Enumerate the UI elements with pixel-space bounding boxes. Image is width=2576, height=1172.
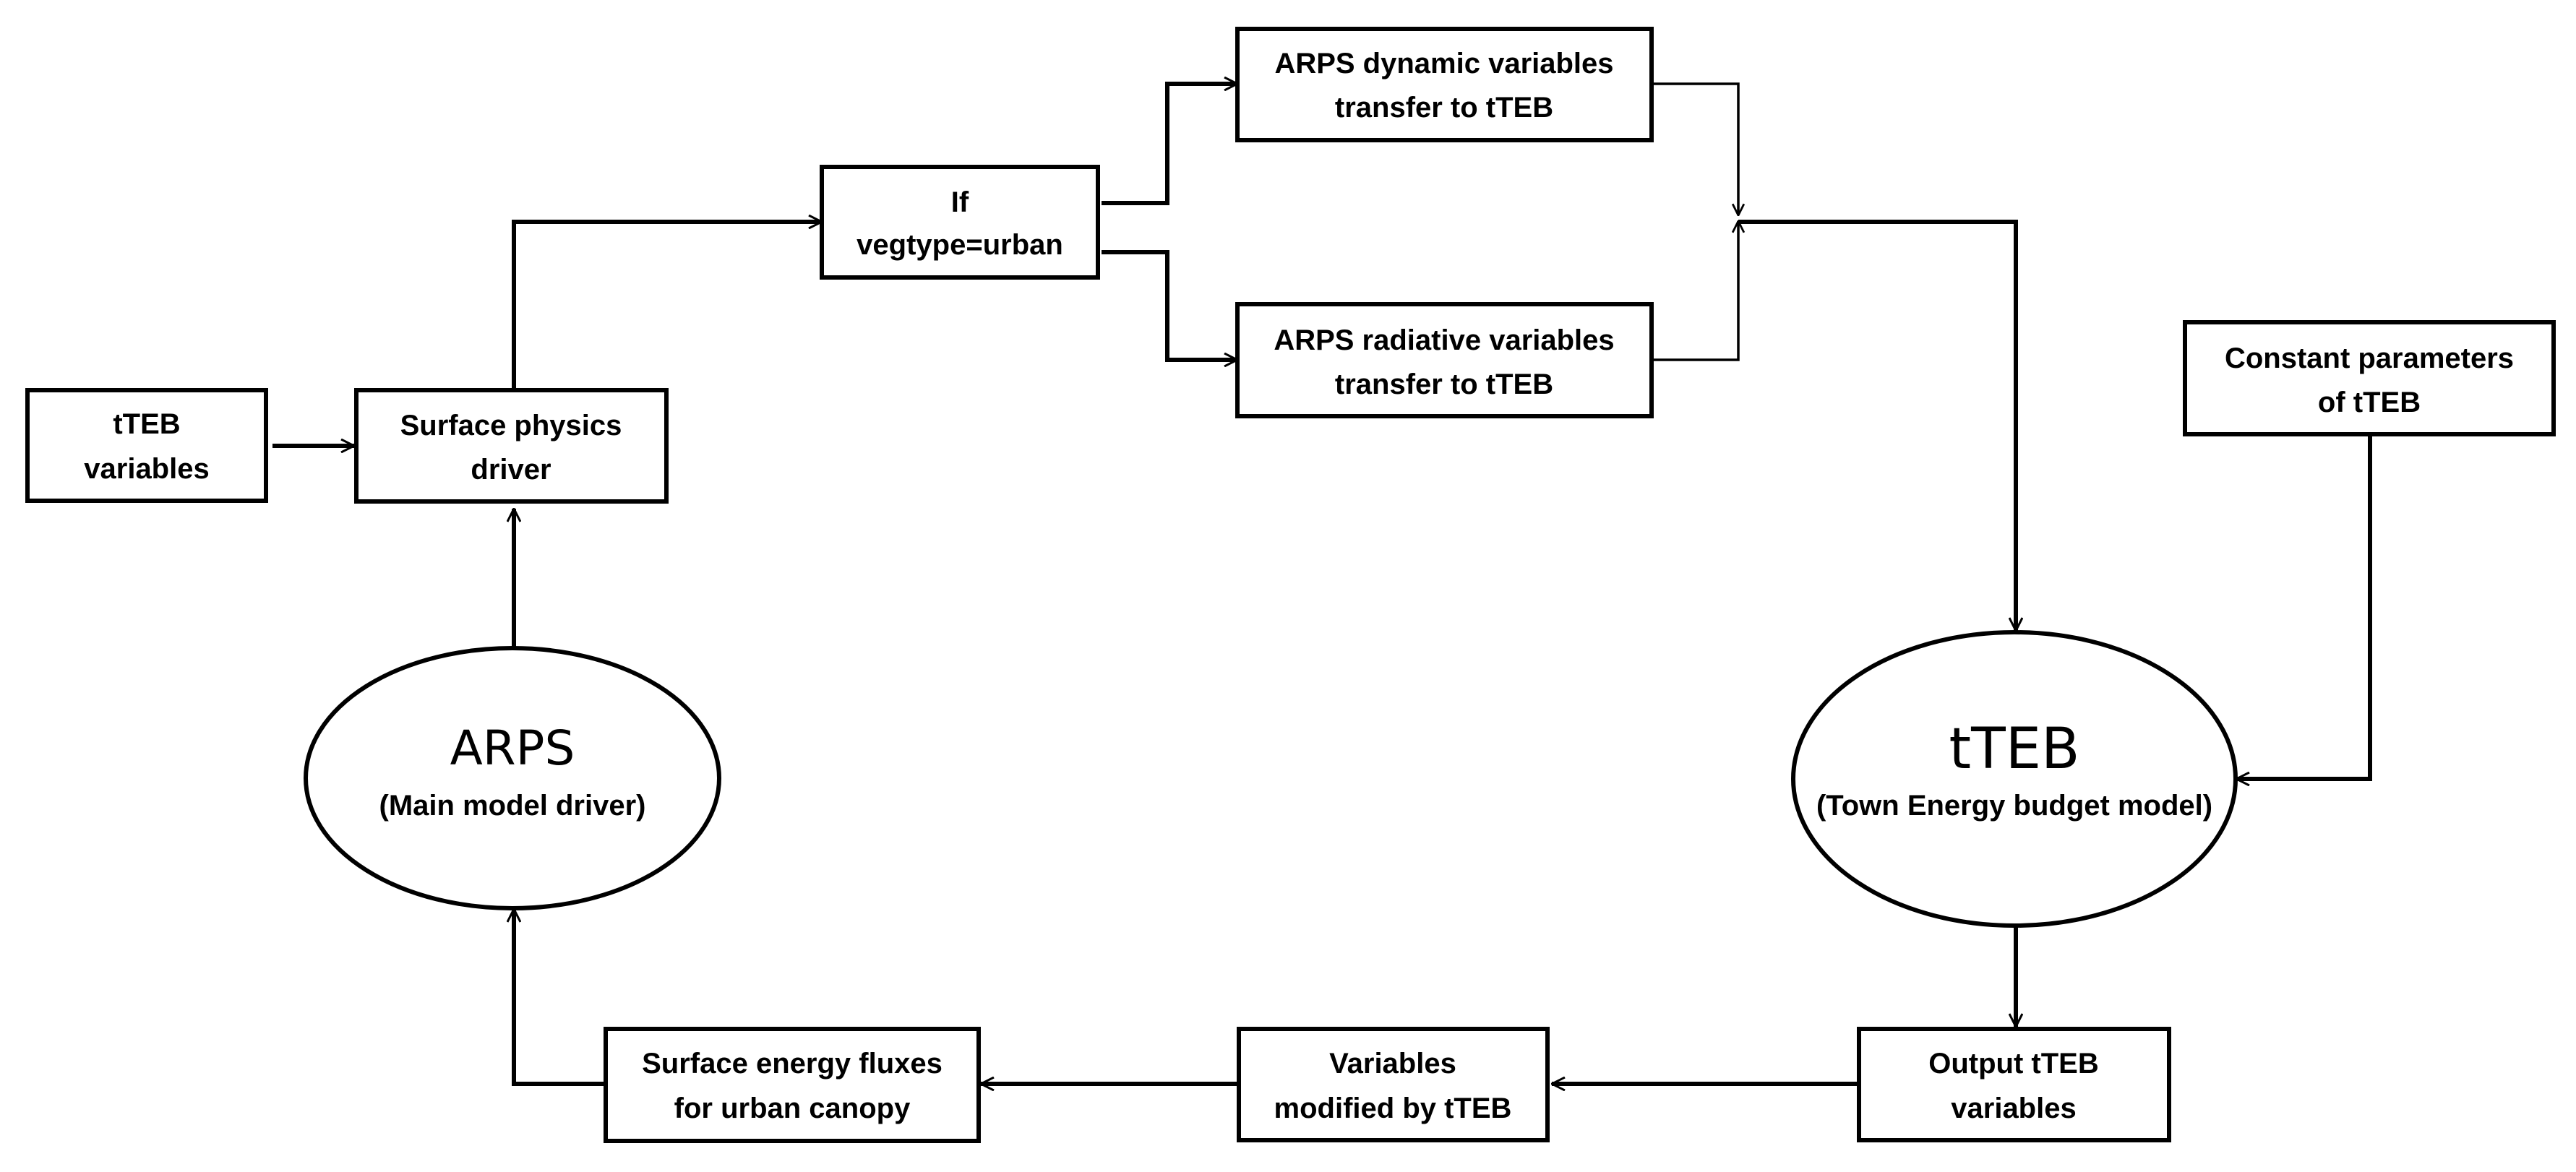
node-tteb-town-energy-budget-model: tTEB (Town Energy budget model) [1791,630,2238,928]
node-surface-energy-fluxes: Surface energy fluxes for urban canopy [604,1027,981,1143]
node-arps-main-model-driver: ARPS (Main model driver) [304,646,721,910]
node-constant-parameters-line2: of tTEB [2318,387,2421,418]
arrow-radiative-to-junction [1653,221,1738,361]
node-if-vegtype-urban-line2: vegtype=urban [856,229,1063,261]
arrow-dynamic-to-junction [1653,82,1738,215]
node-tteb-variables-line2: variables [84,453,209,485]
node-surface-energy-fluxes-line2: for urban canopy [674,1093,911,1124]
node-if-vegtype-urban-line1: If [951,186,969,218]
node-surface-physics-driver-line1: Surface physics [400,410,622,441]
node-surface-physics-driver: Surface physics driver [354,388,669,504]
node-tteb-title: tTEB [1949,717,2079,782]
arrow-if-to-dynamic [1102,84,1237,205]
node-constant-parameters: Constant parameters of tTEB [2183,320,2556,436]
node-output-tteb-variables-line1: Output tTEB [1928,1048,2099,1080]
node-surface-energy-fluxes-line1: Surface energy fluxes [642,1048,943,1080]
arrow-constant-to-tteb [2236,436,2372,779]
node-output-tteb-variables: Output tTEB variables [1857,1027,2171,1142]
node-arps-radiative-variables: ARPS radiative variables transfer to tTE… [1235,302,1654,418]
node-arps-title: ARPS [450,720,575,776]
node-arps-dynamic-variables: ARPS dynamic variables transfer to tTEB [1235,27,1654,142]
node-variables-modified-by-tteb: Variables modified by tTEB [1237,1027,1550,1142]
node-arps-radiative-variables-line1: ARPS radiative variables [1274,324,1614,356]
arrow-if-to-radiative [1102,250,1237,360]
arrow-junction-to-tteb [1738,220,2016,631]
node-output-tteb-variables-line2: variables [1951,1093,2076,1124]
node-arps-radiative-variables-line2: transfer to tTEB [1335,369,1553,400]
node-arps-dynamic-variables-line2: transfer to tTEB [1335,92,1553,124]
node-arps-dynamic-variables-line1: ARPS dynamic variables [1274,48,1613,79]
node-variables-modified-line1: Variables [1329,1048,1456,1080]
node-tteb-variables-line1: tTEB [113,408,180,440]
node-tteb-subtitle: (Town Energy budget model) [1816,790,2212,822]
node-arps-subtitle: (Main model driver) [379,790,646,822]
node-if-vegtype-urban: If vegtype=urban [820,165,1100,280]
node-tteb-variables: tTEB variables [25,388,268,503]
arrow-driver-to-if [512,222,822,390]
node-variables-modified-line2: modified by tTEB [1274,1093,1512,1124]
arrow-fluxes-to-arps [514,909,604,1086]
connectors [272,82,2372,1086]
node-constant-parameters-line1: Constant parameters [2225,342,2514,374]
node-surface-physics-driver-line2: driver [471,454,551,486]
